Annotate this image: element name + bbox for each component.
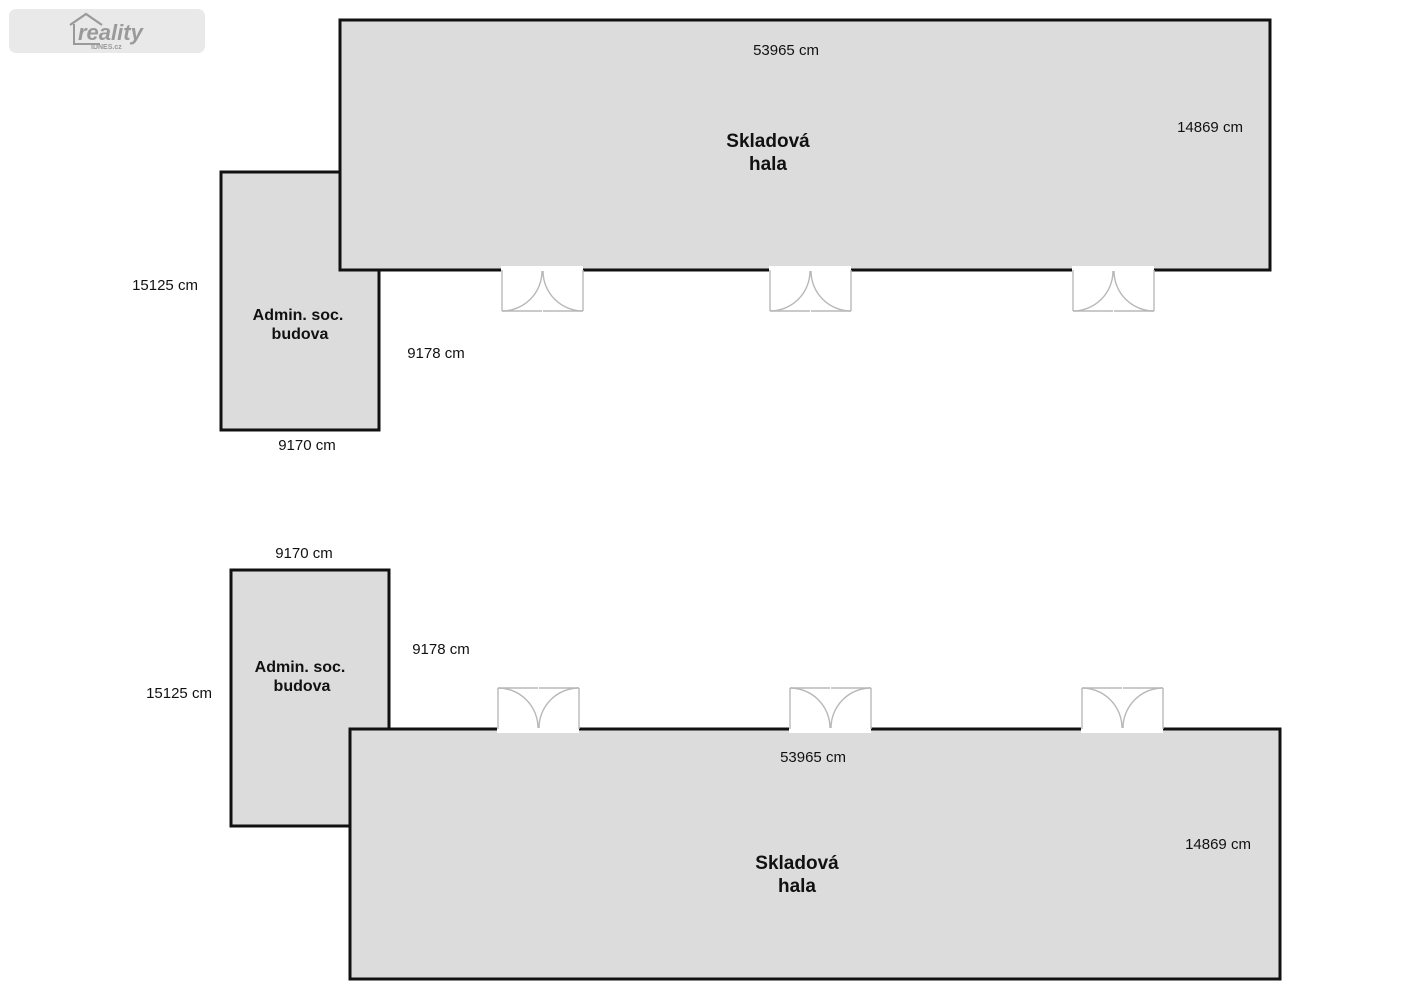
hall-name-line1: Skladová: [726, 131, 810, 152]
logo-word: reality: [78, 20, 145, 45]
admin-width-dimension: 9170 cm: [275, 545, 333, 562]
hall-width-dimension: 53965 cm: [780, 749, 846, 766]
warehouse-hall-room: [348, 727, 1282, 981]
plan-bottom: 9170 cm 9178 cm Admin. soc. budova 15125…: [146, 545, 1282, 981]
admin-depth-dimension: 15125 cm: [132, 277, 198, 294]
warehouse-hall-room: [338, 18, 1272, 272]
house-wall-icon: [73, 24, 100, 45]
hall-width-dimension: 53965 cm: [753, 42, 819, 59]
admin-name-line2: budova: [272, 326, 329, 343]
hall-depth-dimension: 14869 cm: [1177, 119, 1243, 136]
house-roof-icon: [69, 12, 103, 26]
logo-sub: iDNES.cz: [91, 44, 122, 51]
admin-name-line1: Admin. soc.: [255, 659, 346, 676]
hall-name-line1: Skladová: [755, 853, 839, 874]
door: [769, 266, 852, 312]
door: [1072, 266, 1155, 312]
admin-width-dimension: 9170 cm: [278, 437, 336, 454]
admin-name-line2: budova: [274, 678, 331, 695]
reality-idnes-logo: reality iDNES.cz: [9, 9, 205, 53]
door: [789, 687, 872, 733]
door: [497, 687, 580, 733]
admin-side-dimension: 9178 cm: [412, 641, 470, 658]
hall-name-line2: hala: [749, 154, 787, 175]
plan-top: 53965 cm 14869 cm Skladová hala 15125 cm…: [132, 18, 1272, 454]
logo-background: [9, 9, 205, 53]
door: [1081, 687, 1164, 733]
hall-depth-dimension: 14869 cm: [1185, 836, 1251, 853]
admin-depth-dimension: 15125 cm: [146, 685, 212, 702]
door: [501, 266, 584, 312]
admin-name-line1: Admin. soc.: [253, 307, 344, 324]
hall-name-line2: hala: [778, 876, 816, 897]
admin-side-dimension: 9178 cm: [407, 345, 465, 362]
